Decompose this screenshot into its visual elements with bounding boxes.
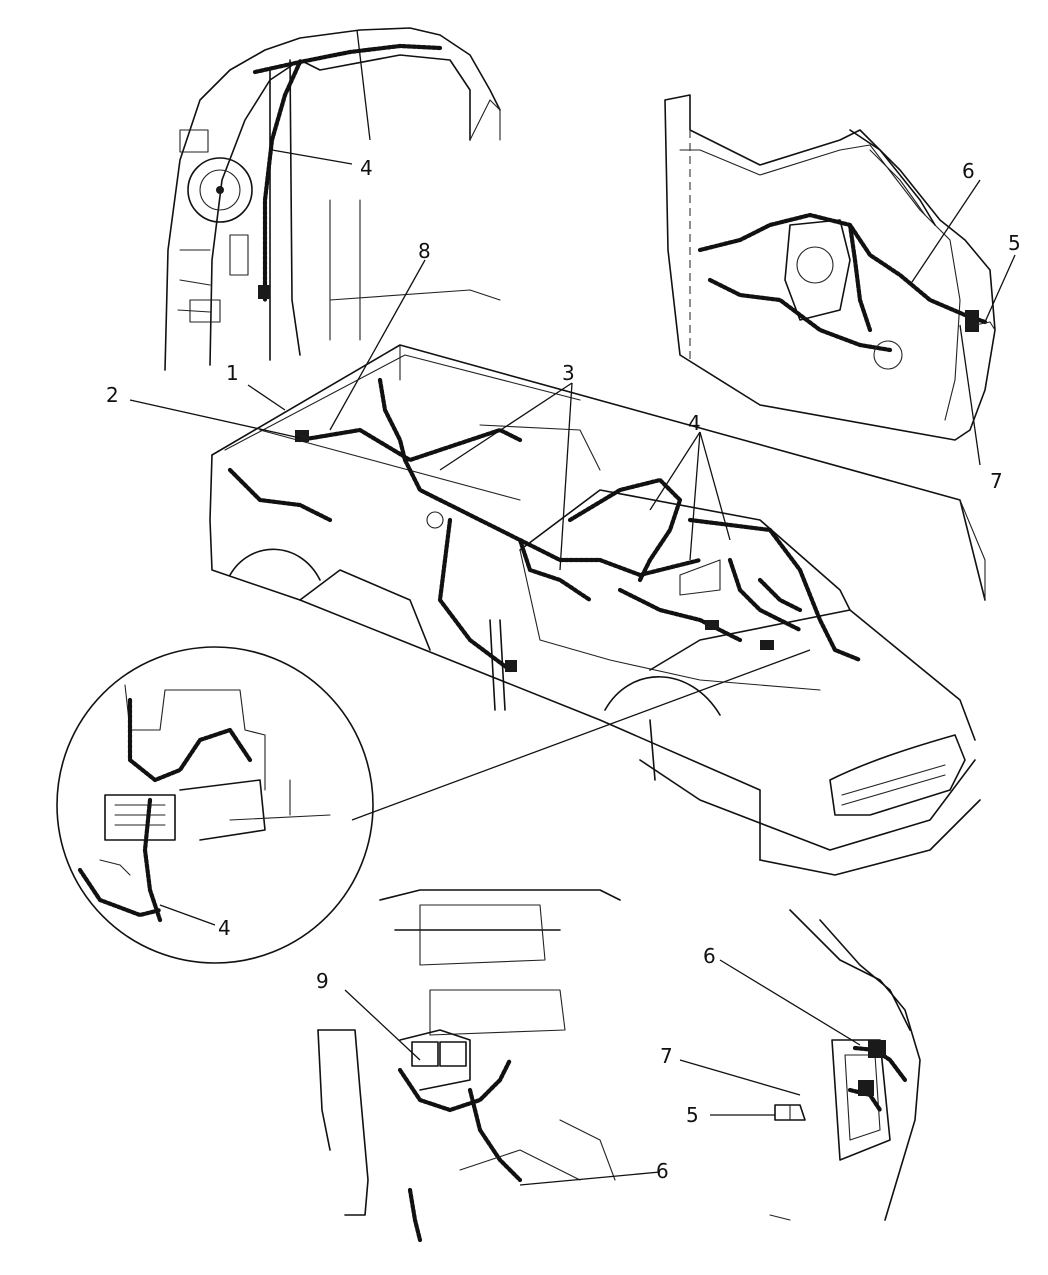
callout-4-dash: 4 (688, 411, 701, 435)
callout-2: 2 (106, 383, 119, 407)
callout-5-door: 5 (1008, 231, 1021, 255)
inset-door-pillar (769, 909, 921, 1221)
leader-lines (129, 29, 1016, 1186)
inset-front-door (664, 94, 996, 441)
inset-a-pillar (164, 27, 501, 371)
inset-leader-line (351, 649, 811, 821)
callout-labels: 1 2 3 4 4 4 5 5 6 6 6 7 7 8 9 (106, 156, 1021, 1183)
callout-7-pillar: 7 (660, 1044, 673, 1068)
callout-6-door: 6 (962, 159, 975, 183)
callout-9: 9 (316, 969, 329, 993)
callout-8: 8 (418, 239, 431, 263)
callout-5-pillar: 5 (686, 1103, 699, 1127)
callout-6-kick: 6 (656, 1159, 669, 1183)
callout-1: 1 (226, 361, 239, 385)
inset-under-dash-circle (56, 646, 374, 964)
callout-7-door: 7 (990, 469, 1003, 493)
callout-4-pillar: 4 (360, 156, 373, 180)
inset-kick-panel (317, 889, 621, 1243)
callout-6-pillar: 6 (703, 944, 716, 968)
harness-wires (227, 377, 863, 673)
callout-3: 3 (562, 361, 575, 385)
callout-4-circle: 4 (218, 916, 231, 940)
truck-body (209, 344, 986, 876)
